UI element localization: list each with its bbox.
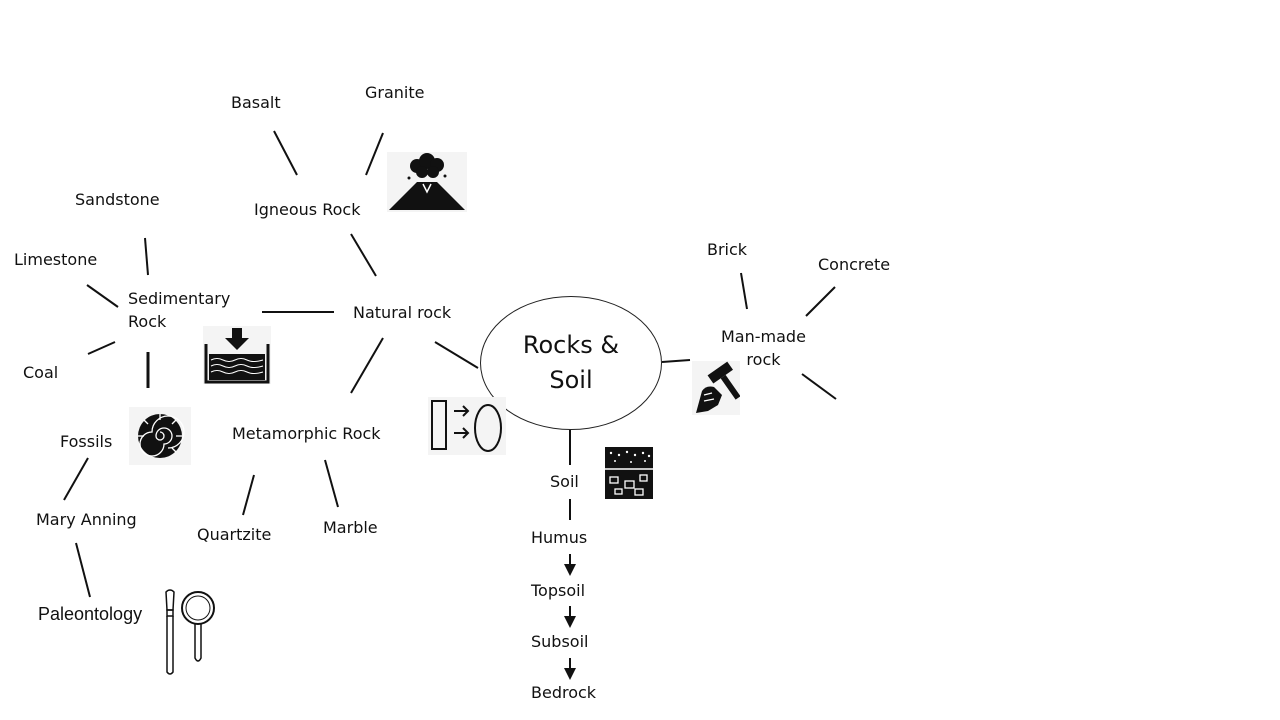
line-manmade-extra [801,373,837,400]
ammonite-fossil-icon [129,407,191,465]
line-metamorphic [350,337,384,394]
basalt-label: Basalt [231,93,281,112]
sandstone-label: Sandstone [75,190,160,209]
brush-magnifier-icon [165,589,215,675]
quartzite-label: Quartzite [197,525,272,544]
fossils-label: Fossils [60,432,113,451]
soil-layers-icon [605,447,653,499]
mary-anning-label: Mary Anning [36,510,137,529]
center-line1: Rocks & [522,331,620,360]
topsoil-label: Topsoil [531,581,586,600]
subsoil-label: Subsoil [531,632,589,651]
manmade-rock-label: Man-made rock [721,327,806,373]
humus-label: Humus [531,528,588,547]
metamorphic-rock-label: Metamorphic Rock [232,424,381,443]
soil-label: Soil [550,472,579,491]
coal-label: Coal [23,363,59,382]
granite-label: Granite [365,83,425,102]
igneous-rock-label: Igneous Rock [254,200,361,219]
manmade-line2: rock [746,350,781,369]
line-basalt [273,130,298,176]
limestone-label: Limestone [14,250,98,269]
paleontology-label: Paleontology [38,604,143,624]
line-concrete [805,286,836,317]
sedimentary-rock-label: Sedimentary Rock [128,289,230,335]
line-granite [365,132,384,176]
compression-icon [203,326,271,384]
line-coal [87,341,116,355]
natural-rock-label: Natural rock [353,303,452,322]
line-natural [434,341,479,369]
sedimentary-line2: Rock [128,312,167,331]
manmade-line1: Man-made [721,327,806,346]
line-sandstone [144,237,149,276]
line-igneous [350,233,377,277]
marble-label: Marble [323,518,378,537]
line-quartzite [242,474,255,516]
concrete-label: Concrete [818,255,891,274]
line-paleontology [75,542,91,598]
sedimentary-line1: Sedimentary [128,289,231,308]
volcano-icon [387,152,467,212]
line-manmade [661,359,691,363]
central-topic: Rocks & Soil [480,296,662,430]
line-limestone [86,284,119,308]
center-line2: Soil [549,366,593,394]
line-marble [324,459,339,508]
bedrock-label: Bedrock [531,683,597,702]
rock-shapes-icon [428,397,506,455]
hammer-hand-icon [692,361,740,415]
brick-label: Brick [707,240,748,259]
line-brick [740,272,748,310]
line-mary-anning [63,457,89,501]
